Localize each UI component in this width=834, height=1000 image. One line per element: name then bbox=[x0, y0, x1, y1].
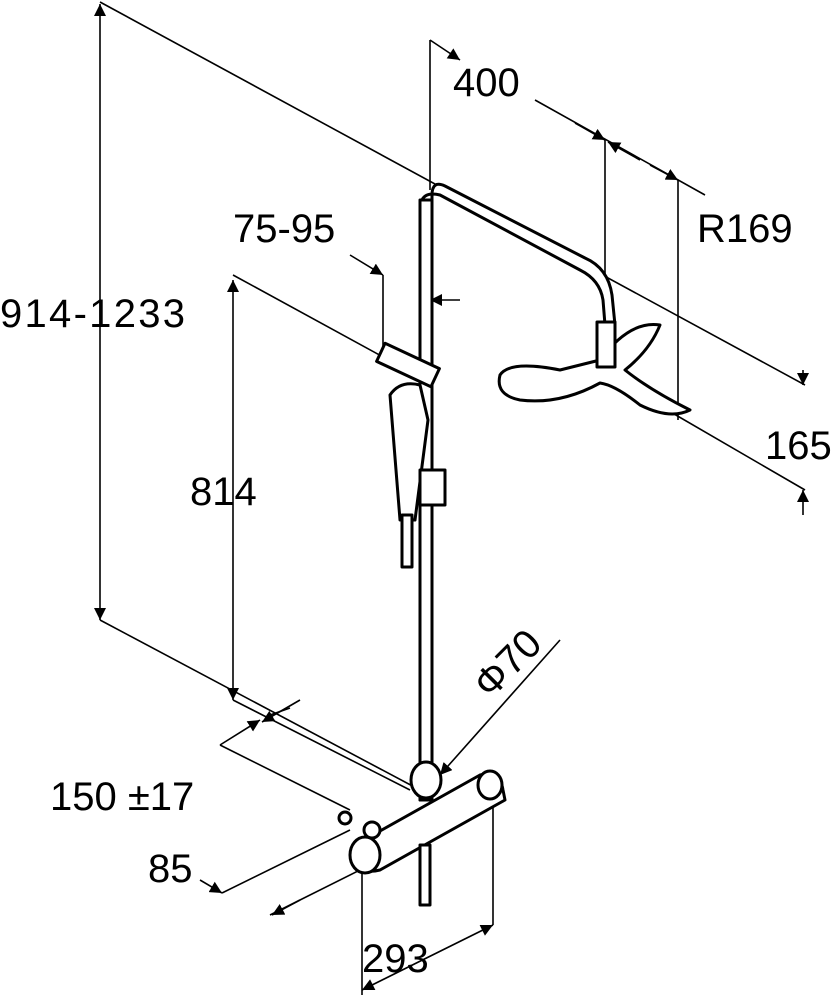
hand-shower-holder bbox=[375, 341, 441, 389]
head-connector bbox=[595, 320, 617, 369]
slider bbox=[418, 468, 447, 507]
shower-system bbox=[337, 182, 692, 907]
head-shower bbox=[497, 322, 692, 416]
label-arm-length: 400 bbox=[453, 61, 520, 105]
label-head-radius: R169 bbox=[697, 207, 793, 251]
dimension-lines bbox=[94, 1, 809, 995]
label-mixer-width: 293 bbox=[362, 937, 429, 981]
label-handshower-height: 814 bbox=[190, 470, 257, 514]
label-handshower-offset: 75-95 bbox=[233, 207, 335, 251]
mixer-knob-right bbox=[476, 769, 504, 801]
label-mixer-projection: 85 bbox=[148, 847, 193, 891]
label-pipe-diameter: Φ70 bbox=[465, 621, 550, 706]
label-head-height: 165 bbox=[765, 424, 832, 468]
pipe-base bbox=[409, 760, 443, 800]
label-total-height: 914-1233 bbox=[0, 292, 185, 336]
hand-shower-handle bbox=[400, 513, 414, 569]
overhead-arm bbox=[418, 182, 617, 802]
mixer-outlet bbox=[362, 820, 382, 840]
label-wall-distance: 150 ±17 bbox=[50, 775, 194, 819]
wall-connector bbox=[337, 810, 353, 826]
mixer-outlet-pipe bbox=[418, 843, 432, 907]
mixer-knob-left bbox=[348, 835, 382, 875]
